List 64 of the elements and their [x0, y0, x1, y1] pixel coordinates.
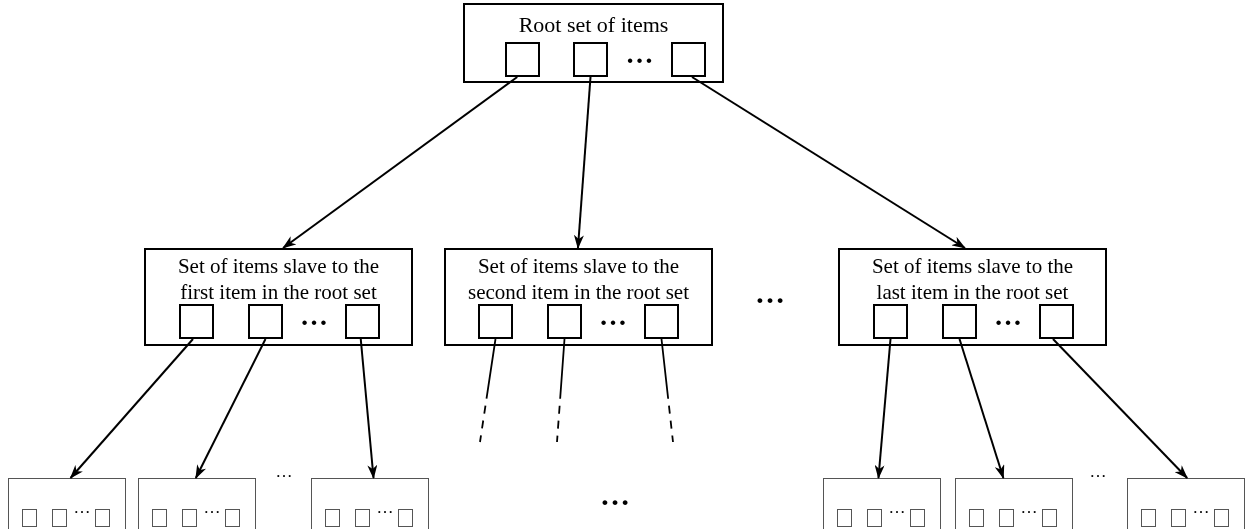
item-square — [998, 508, 1014, 527]
arrow — [69, 338, 194, 479]
item-square — [21, 508, 37, 527]
item-set-box — [8, 478, 126, 529]
item-square — [354, 508, 370, 527]
item-square — [1140, 508, 1156, 527]
item-square — [1041, 508, 1057, 527]
set-title: Root set of items — [517, 11, 670, 39]
arrow — [573, 76, 592, 249]
item-square — [224, 508, 240, 527]
item-set-box — [463, 3, 724, 83]
item-square — [644, 304, 679, 339]
ellipsis-text: … — [1191, 497, 1211, 519]
ellipsis-text: … — [274, 462, 294, 482]
ellipsis-text: … — [599, 480, 631, 510]
dashed-line — [479, 338, 497, 443]
item-set-box — [311, 478, 429, 529]
item-square — [181, 508, 197, 527]
item-set-box — [138, 478, 256, 529]
item-square — [505, 42, 540, 77]
item-square — [671, 42, 706, 77]
item-square — [478, 304, 513, 339]
item-square — [397, 508, 413, 527]
item-square — [1170, 508, 1186, 527]
item-square — [968, 508, 984, 527]
arrow — [691, 76, 966, 249]
item-set-box — [955, 478, 1073, 529]
item-set-box — [144, 248, 413, 346]
ellipsis-text: … — [887, 497, 907, 519]
item-square — [345, 304, 380, 339]
arrow — [874, 338, 892, 479]
item-set-box — [838, 248, 1107, 346]
arrow — [194, 338, 267, 479]
item-square — [547, 304, 582, 339]
item-square — [51, 508, 67, 527]
item-square — [836, 508, 852, 527]
item-set-box — [823, 478, 941, 529]
ellipsis-text: … — [1088, 462, 1108, 482]
item-set-box — [444, 248, 713, 346]
item-square — [1213, 508, 1229, 527]
arrow — [958, 338, 1005, 479]
item-square — [248, 304, 283, 339]
ellipsis-text: … — [72, 497, 92, 519]
item-square — [1039, 304, 1074, 339]
item-square — [151, 508, 167, 527]
item-square — [942, 304, 977, 339]
item-square — [573, 42, 608, 77]
ellipsis-text: … — [202, 497, 222, 519]
item-square — [179, 304, 214, 339]
dashed-line — [556, 338, 566, 443]
arrow — [359, 338, 378, 479]
ellipsis-text: … — [624, 40, 655, 68]
item-square — [909, 508, 925, 527]
dashed-line — [660, 338, 674, 443]
item-set-box — [1127, 478, 1245, 529]
item-square — [873, 304, 908, 339]
ellipsis-text: … — [375, 497, 395, 519]
arrow — [282, 76, 519, 249]
arrow — [1052, 338, 1189, 479]
item-square — [324, 508, 340, 527]
item-square — [94, 508, 110, 527]
ellipsis-text: … — [754, 278, 786, 308]
item-square — [866, 508, 882, 527]
ellipsis-text: … — [1019, 497, 1039, 519]
